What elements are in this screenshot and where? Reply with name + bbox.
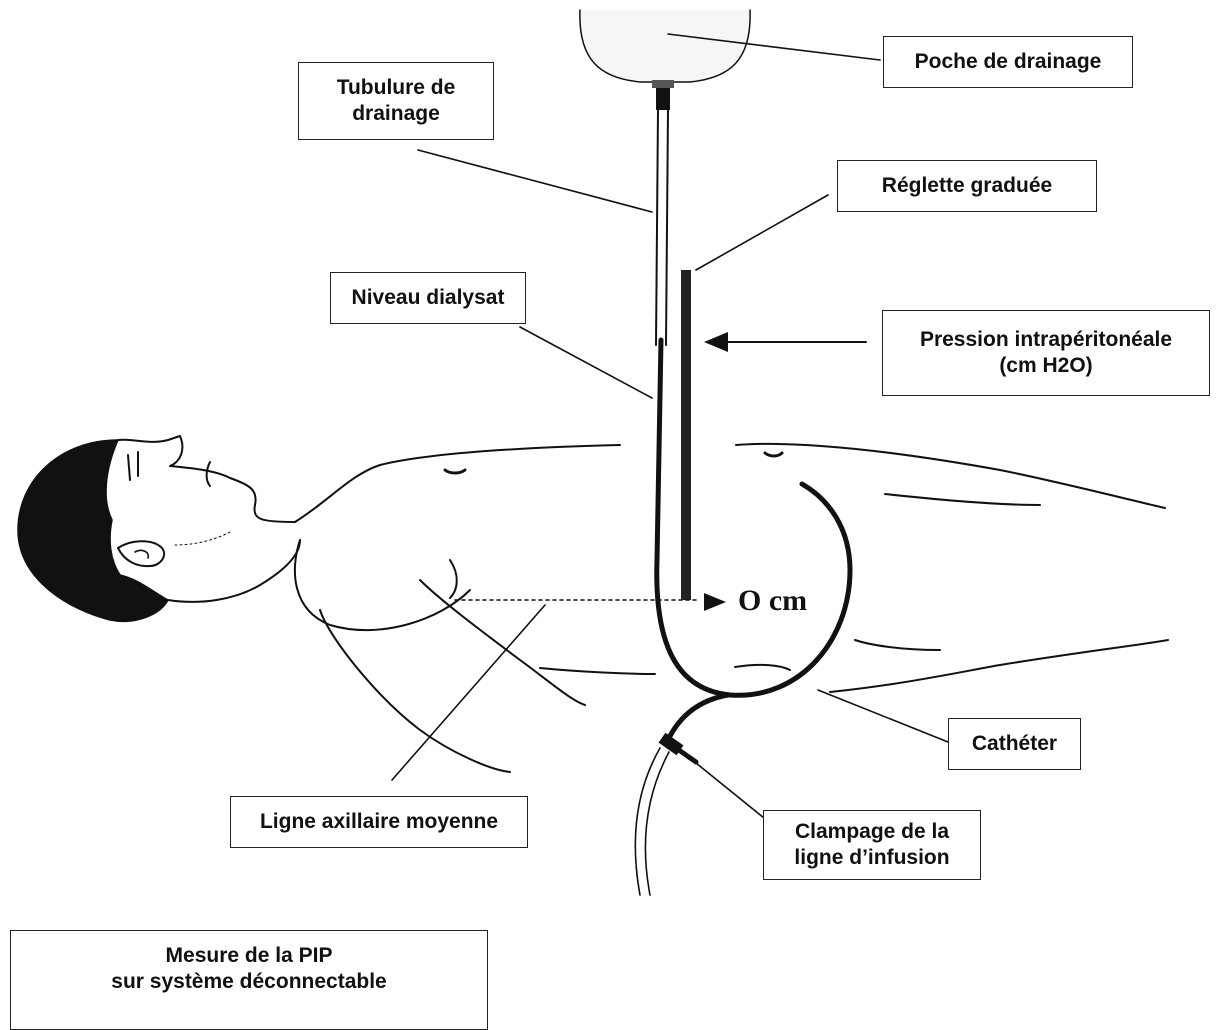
label-tubulure-drainage: Tubulure de drainage — [298, 62, 494, 140]
leader-lines — [392, 34, 948, 818]
label-reglette-graduee: Réglette graduée — [837, 160, 1097, 212]
label-text-line1: Clampage de la — [795, 819, 949, 845]
graduated-ruler — [681, 270, 691, 600]
label-clampage: Clampage de la ligne d’infusion — [763, 810, 981, 880]
zero-cm-label: O cm — [738, 584, 807, 618]
label-poche-drainage: Poche de drainage — [883, 36, 1133, 88]
diagram-caption: Mesure de la PIP sur système déconnectab… — [10, 930, 488, 1030]
label-text: Ligne axillaire moyenne — [260, 809, 498, 835]
zero-arrow-head — [704, 593, 726, 611]
label-text: Réglette graduée — [882, 173, 1052, 199]
label-text-line2: ligne d’infusion — [794, 845, 949, 871]
label-text-line2: (cm H2O) — [999, 353, 1092, 379]
patient-head — [18, 436, 295, 621]
label-catheter: Cathéter — [948, 718, 1081, 770]
label-text: Cathéter — [972, 731, 1057, 757]
drainage-tubing — [656, 110, 668, 345]
clamp-handle — [676, 748, 696, 762]
label-text: Poche de drainage — [915, 49, 1102, 75]
label-text-line2: drainage — [352, 101, 440, 127]
label-ligne-axillaire: Ligne axillaire moyenne — [230, 796, 528, 848]
drainage-bag — [580, 10, 750, 110]
caption-line2: sur système déconnectable — [111, 969, 386, 995]
pressure-arrow — [704, 332, 866, 352]
label-text-line1: Pression intrapéritonéale — [920, 327, 1172, 353]
caption-line1: Mesure de la PIP — [166, 943, 333, 969]
infusion-line — [635, 748, 669, 895]
label-niveau-dialysat: Niveau dialysat — [330, 272, 526, 324]
label-pression-intraperitoneale: Pression intrapéritonéale (cm H2O) — [882, 310, 1210, 396]
label-text: Niveau dialysat — [352, 285, 505, 311]
infusion-branch — [668, 695, 728, 740]
label-text-line1: Tubulure de — [337, 75, 456, 101]
